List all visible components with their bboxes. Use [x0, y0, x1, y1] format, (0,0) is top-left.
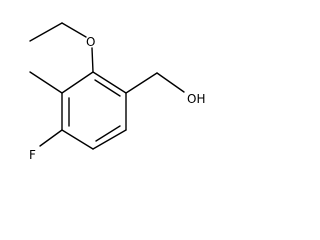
- ring-bond-c1-c2: [92, 71, 127, 94]
- ring-bond-c3-c4: [92, 129, 127, 150]
- ring-double-bond-c3-c4: [95, 125, 121, 142]
- bond-oxygen-to-ch2: [61, 22, 87, 38]
- hydroxyl-label: OH: [187, 92, 205, 106]
- chemical-structure: O F OH: [29, 22, 205, 162]
- hydroxymethyl-group: OH: [125, 72, 205, 106]
- bond-ch2-to-ch3: [29, 22, 63, 42]
- bond-ch2-to-oh: [156, 72, 185, 93]
- bond-ring-to-ch2: [125, 72, 158, 94]
- methyl-bond: [29, 71, 63, 94]
- ring-bond-c6-c1: [61, 71, 94, 94]
- ring-bond-c4-c5: [61, 129, 94, 150]
- oxygen-ether-label: O: [86, 35, 95, 49]
- fluorine-label: F: [29, 148, 36, 162]
- benzene-ring: [61, 71, 127, 150]
- ethoxy-group: O: [29, 22, 95, 73]
- ring-double-bond-c1-c2: [94, 79, 121, 97]
- bond-ring-to-oxygen: [91, 47, 94, 73]
- bond-ring-to-fluorine: [39, 129, 63, 147]
